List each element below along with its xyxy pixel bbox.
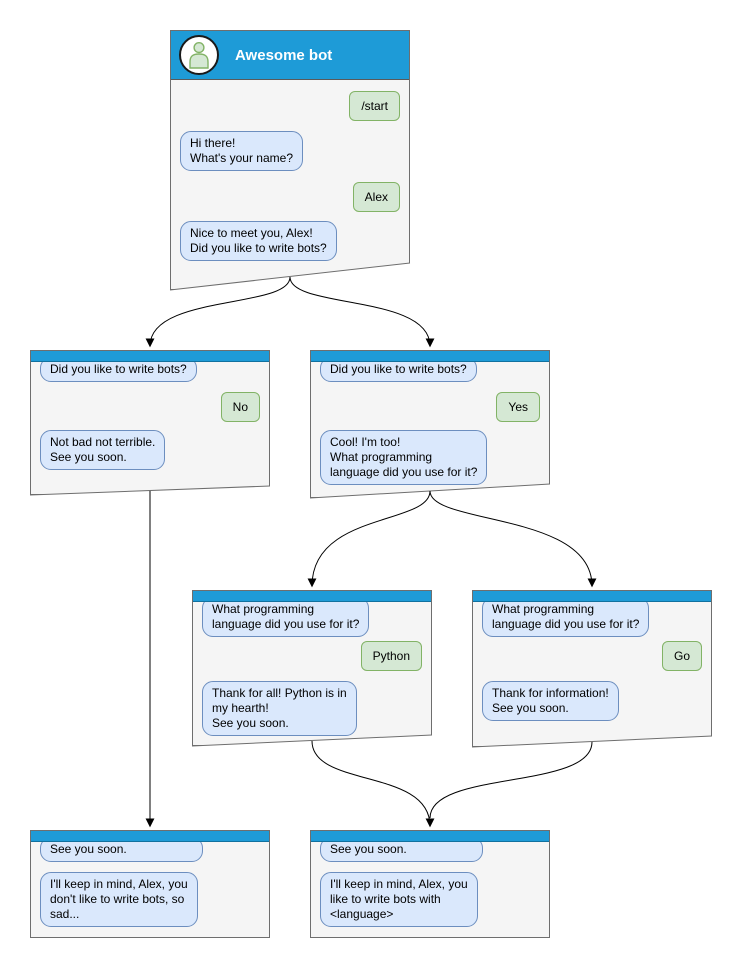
bot-message-bubble: Cool! I'm too! What programming language… xyxy=(320,430,488,485)
user-message-bubble: Go xyxy=(661,641,702,671)
chat-window-start: Awesome bot /start Hi there! What's your… xyxy=(170,30,410,290)
user-message-bubble: No xyxy=(220,392,260,422)
bot-message-bubble: What programming language did you use fo… xyxy=(482,597,650,637)
user-message-bubble: Alex xyxy=(352,182,400,212)
chat-window-lang-go: What programming language did you use fo… xyxy=(472,590,712,747)
window-header: Awesome bot xyxy=(171,31,409,80)
bot-message-bubble: Hi there! What's your name? xyxy=(180,131,304,171)
person-icon xyxy=(189,41,209,69)
chat-window-lang-python: What programming language did you use fo… xyxy=(192,590,432,746)
window-title: Awesome bot xyxy=(235,46,333,64)
arrow-yes-to-python xyxy=(307,490,431,588)
bot-message-bubble: I'll keep in mind, Alex, you like to wri… xyxy=(320,872,478,927)
window-header xyxy=(473,591,711,602)
bot-message-bubble: Thank for all! Python is in my hearth! S… xyxy=(202,681,357,736)
bot-avatar xyxy=(179,35,219,75)
arrow-go-to-end xyxy=(429,741,593,819)
bot-message-bubble: I'll keep in mind, Alex, you don't like … xyxy=(40,872,198,927)
window-header xyxy=(31,831,269,842)
window-header xyxy=(311,351,549,362)
chat-window-end-dont-like: See you soon. I'll keep in mind, Alex, y… xyxy=(30,830,270,938)
window-header xyxy=(311,831,549,842)
bot-message-bubble: What programming language did you use fo… xyxy=(202,597,370,637)
user-message-bubble: Yes xyxy=(496,392,540,422)
arrow-python-to-end xyxy=(311,740,435,828)
bot-message-bubble: Nice to meet you, Alex! Did you like to … xyxy=(180,221,337,261)
bot-message-bubble: Not bad not terrible. See you soon. xyxy=(40,430,166,470)
arrow-yes-to-go xyxy=(429,490,597,588)
chat-window-answer-no: Did you like to write bots? No Not bad n… xyxy=(30,350,270,495)
user-message-bubble: /start xyxy=(349,91,400,121)
chat-window-answer-yes: Did you like to write bots? Yes Cool! I'… xyxy=(310,350,550,498)
window-header xyxy=(31,351,269,362)
window-header xyxy=(193,591,431,602)
arrow-start-to-yes xyxy=(289,276,435,348)
user-message-bubble: Python xyxy=(360,641,422,671)
bot-message-bubble: Thank for information! See you soon. xyxy=(482,681,619,721)
chat-window-end-like: See you soon. I'll keep in mind, Alex, y… xyxy=(310,830,550,938)
